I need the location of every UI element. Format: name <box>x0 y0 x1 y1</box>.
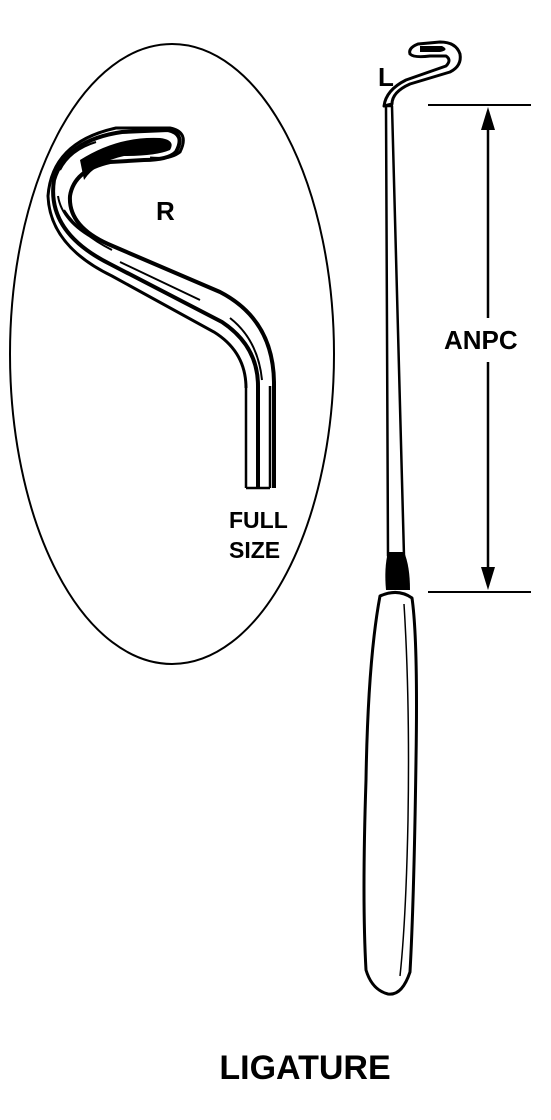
detail-ellipse <box>9 43 335 665</box>
instrument-neck <box>385 552 410 590</box>
size-label: SIZE <box>229 537 280 563</box>
detail-hook-outline <box>51 128 276 488</box>
instrument-handle-shade <box>399 603 410 977</box>
instrument-handle <box>362 591 418 996</box>
dimension-annotation: ANPC <box>428 104 531 593</box>
instrument-hook-tip <box>382 40 462 108</box>
full-label: FULL <box>229 507 288 533</box>
instrument-shaft <box>384 104 406 558</box>
dimension-label-gap <box>472 318 504 362</box>
dimension-label: ANPC <box>444 325 518 355</box>
ligature-instrument: L <box>362 40 462 996</box>
detail-hook-fill <box>80 137 172 180</box>
instrument-hook-slot <box>420 46 446 52</box>
dimension-arrow-down <box>481 567 495 590</box>
full-size-detail: R FULL SIZE <box>9 43 335 665</box>
detail-bend <box>46 126 248 389</box>
instrument-side-label: L <box>378 62 394 92</box>
detail-side-label: R <box>156 196 175 226</box>
figure-caption: LIGATURE <box>219 1049 390 1087</box>
detail-shading <box>57 141 263 381</box>
dimension-arrow-up <box>481 107 495 130</box>
